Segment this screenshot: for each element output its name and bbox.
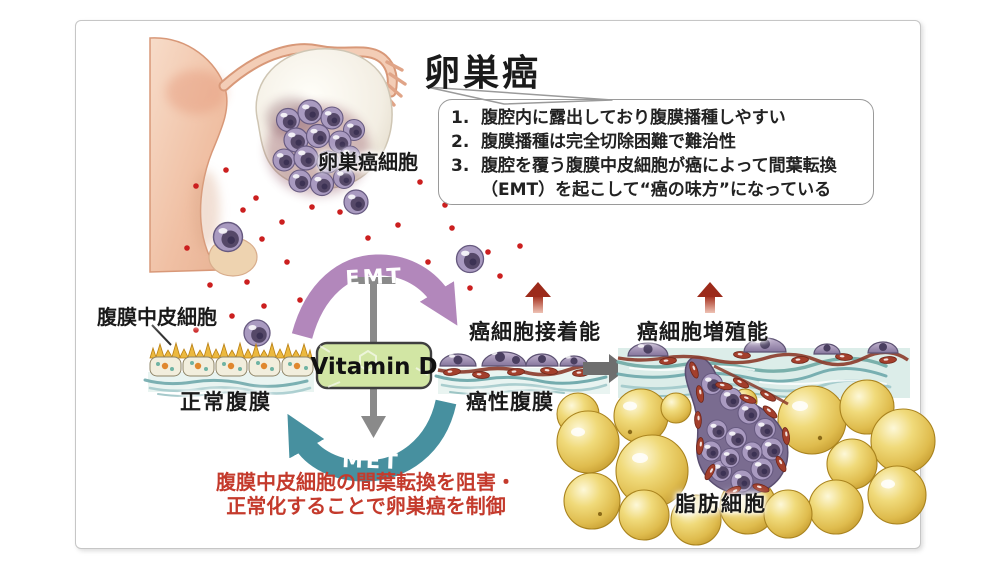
fat-cells — [556, 379, 936, 546]
label-normal-peritoneum: 正常腹膜 — [180, 390, 272, 414]
ovary-tumor-illustration — [255, 48, 393, 197]
label-cancerous-peritoneum: 癌性腹膜 — [466, 390, 554, 414]
label-ovarian-cancer-cells: 卵巣癌細胞 — [318, 150, 418, 174]
emt-arrow — [291, 254, 458, 340]
bubble-item-text: 腹腔を覆う腹膜中皮細胞が癌によって間葉転換 — [481, 156, 837, 176]
bubble-item-text: （EMT）を起こして“癌の味方”になっている — [481, 180, 832, 200]
met-arrow — [287, 399, 457, 482]
emt-met-cycle: Vitamin D EMT MET — [287, 254, 458, 482]
bubble-item: 1. 腹腔内に露出しており腹膜播種しやすい — [451, 106, 873, 130]
callout-bubble: 1. 腹腔内に露出しており腹膜播種しやすい 2. 腹膜播種は完全切除困難で難治性… — [438, 99, 874, 205]
bubble-item-number — [451, 178, 481, 202]
invading-tumor-mass — [684, 356, 792, 499]
peritoneum-fat-illustration — [556, 337, 936, 546]
label-cancer-cell-adhesion: 癌細胞接着能 — [469, 320, 601, 344]
met-label: MET — [342, 448, 401, 474]
cancerous-peritoneum-illustration — [434, 351, 610, 395]
vitamin-d-box: Vitamin D — [310, 341, 438, 390]
normal-peritoneum-illustration — [143, 324, 314, 397]
bubble-item-number: 1. — [451, 108, 470, 128]
adhesion-up-arrow — [525, 282, 551, 313]
emt-label: EMT — [345, 263, 405, 290]
surface-cancer-cells — [627, 337, 899, 357]
page-title: 卵巣癌 — [424, 53, 542, 94]
proliferation-up-arrow — [697, 282, 723, 313]
bubble-item: 2. 腹膜播種は完全切除困難で難治性 — [451, 130, 873, 154]
vitamin-d-label: Vitamin D — [310, 354, 437, 380]
bubble-item: （EMT）を起こして“癌の味方”になっている — [451, 178, 873, 202]
conclusion-line-2: 正常化することで卵巣癌を制御 — [226, 494, 506, 518]
label-mesothelial-cells: 腹膜中皮細胞 — [97, 305, 217, 329]
mesothelial-cell-row — [149, 356, 314, 377]
label-fat-cells: 脂肪細胞 — [675, 492, 767, 516]
bubble-item: 3. 腹腔を覆う腹膜中皮細胞が癌によって間葉転換 — [451, 154, 873, 178]
bubble-item-number: 2. — [451, 132, 470, 152]
conclusion-line-1: 腹膜中皮細胞の間葉転換を阻害・ — [216, 470, 516, 494]
mesothelial-pointer-line — [151, 324, 172, 346]
flattened-cancer-cells — [439, 351, 589, 367]
label-cancer-cell-proliferation: 癌細胞増殖能 — [637, 320, 769, 344]
bubble-item-text: 腹膜播種は完全切除困難で難治性 — [481, 132, 736, 152]
bubble-item-text: 腹腔内に露出しており腹膜播種しやすい — [481, 108, 786, 128]
conclusion-text: 腹膜中皮細胞の間葉転換を阻害・ 正常化することで卵巣癌を制御 — [183, 470, 549, 518]
bubble-item-number: 3. — [451, 156, 470, 176]
